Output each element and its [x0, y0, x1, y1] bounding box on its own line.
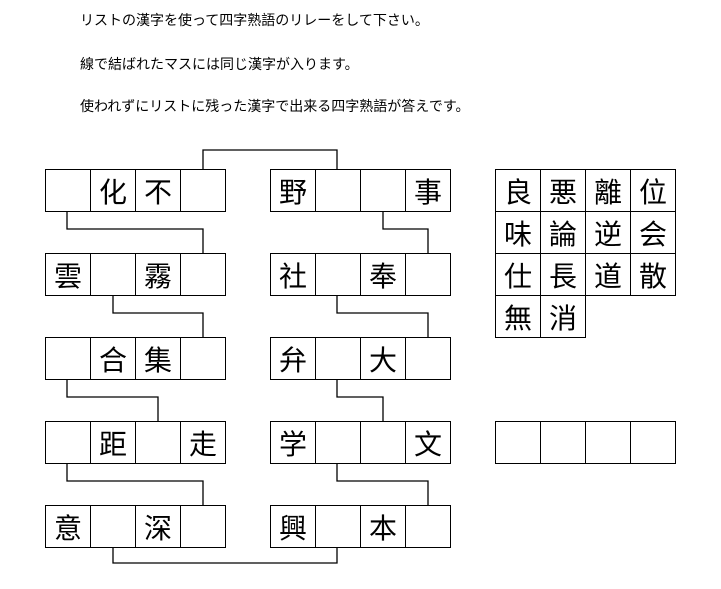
grid-cell[interactable]	[180, 253, 226, 296]
instruction-line-1: リストの漢字を使って四字熟語のリレーをして下さい。	[80, 13, 429, 29]
grid-cell[interactable]	[135, 421, 181, 464]
answer-cell[interactable]	[495, 421, 541, 464]
grid-cell: 興	[270, 505, 316, 548]
instruction-line-2: 線で結ばれたマスには同じ漢字が入ります。	[80, 57, 359, 73]
right-row-4: 学 文	[270, 421, 451, 464]
grid-cell: 本	[360, 505, 406, 548]
grid-cell[interactable]	[180, 169, 226, 212]
grid-cell: 走	[180, 421, 226, 464]
answer-cell[interactable]	[540, 421, 586, 464]
grid-cell: 距	[90, 421, 136, 464]
grid-cell: 深	[135, 505, 181, 548]
kanji-list-item[interactable]: 良	[496, 170, 541, 212]
instruction-line-3: 使われずにリストに残った漢字で出来る四字熟語が答えです。	[80, 99, 470, 115]
kanji-list-item[interactable]: 悪	[541, 170, 586, 212]
grid-cell[interactable]	[360, 421, 406, 464]
grid-cell: 弁	[270, 337, 316, 380]
left-row-2: 雲 霧	[45, 253, 226, 296]
connector-right-3	[336, 379, 384, 421]
grid-cell[interactable]	[90, 253, 136, 296]
grid-cell: 不	[135, 169, 181, 212]
grid-cell: 霧	[135, 253, 181, 296]
grid-cell[interactable]	[315, 337, 361, 380]
grid-cell[interactable]	[315, 169, 361, 212]
answer-cell[interactable]	[585, 421, 631, 464]
grid-cell: 事	[405, 169, 451, 212]
grid-cell: 奉	[360, 253, 406, 296]
kanji-list: 良 悪 離 位 味 論 逆 会 仕 長 道 散 無 消	[495, 169, 676, 338]
kanji-list-item[interactable]: 無	[496, 296, 541, 338]
connector-right-2	[336, 295, 429, 337]
grid-cell: 大	[360, 337, 406, 380]
grid-cell: 意	[45, 505, 91, 548]
kanji-list-item[interactable]: 離	[586, 170, 631, 212]
kanji-list-item[interactable]: 位	[631, 170, 676, 212]
kanji-list-item[interactable]: 味	[496, 212, 541, 254]
right-row-5: 興 本	[270, 505, 451, 548]
right-row-1: 野 事	[270, 169, 451, 212]
grid-cell: 学	[270, 421, 316, 464]
connector-right-4	[336, 463, 429, 505]
right-row-3: 弁 大	[270, 337, 451, 380]
kanji-list-item[interactable]: 論	[541, 212, 586, 254]
connector-left-1	[66, 211, 204, 253]
kanji-list-item[interactable]: 消	[541, 296, 586, 338]
connector-right-1	[382, 211, 429, 253]
grid-cell: 社	[270, 253, 316, 296]
grid-cell[interactable]	[180, 337, 226, 380]
grid-cell[interactable]	[360, 169, 406, 212]
left-row-4: 距 走	[45, 421, 226, 464]
connector-left-4	[66, 463, 204, 505]
connector-bottom-bridge	[112, 547, 338, 564]
grid-cell[interactable]	[405, 505, 451, 548]
kanji-list-item[interactable]: 散	[631, 254, 676, 296]
kanji-list-item[interactable]: 会	[631, 212, 676, 254]
grid-cell[interactable]	[315, 253, 361, 296]
connector-top-bridge	[202, 149, 338, 169]
grid-cell: 化	[90, 169, 136, 212]
left-row-1: 化 不	[45, 169, 226, 212]
left-row-5: 意 深	[45, 505, 226, 548]
kanji-list-item[interactable]: 逆	[586, 212, 631, 254]
grid-cell[interactable]	[45, 337, 91, 380]
kanji-list-item[interactable]: 仕	[496, 254, 541, 296]
left-row-3: 合 集	[45, 337, 226, 380]
answer-cell[interactable]	[630, 421, 676, 464]
grid-cell: 合	[90, 337, 136, 380]
grid-cell[interactable]	[405, 337, 451, 380]
kanji-list-item[interactable]: 道	[586, 254, 631, 296]
grid-cell[interactable]	[90, 505, 136, 548]
connector-left-3	[66, 379, 159, 421]
grid-cell[interactable]	[315, 505, 361, 548]
grid-cell: 雲	[45, 253, 91, 296]
grid-cell[interactable]	[315, 421, 361, 464]
grid-cell[interactable]	[180, 505, 226, 548]
grid-cell: 文	[405, 421, 451, 464]
grid-cell[interactable]	[45, 421, 91, 464]
grid-cell[interactable]	[45, 169, 91, 212]
answer-row	[495, 421, 676, 464]
right-row-2: 社 奉	[270, 253, 451, 296]
kanji-list-item[interactable]: 長	[541, 254, 586, 296]
grid-cell: 野	[270, 169, 316, 212]
grid-cell: 集	[135, 337, 181, 380]
grid-cell[interactable]	[405, 253, 451, 296]
connector-left-2	[112, 295, 204, 337]
